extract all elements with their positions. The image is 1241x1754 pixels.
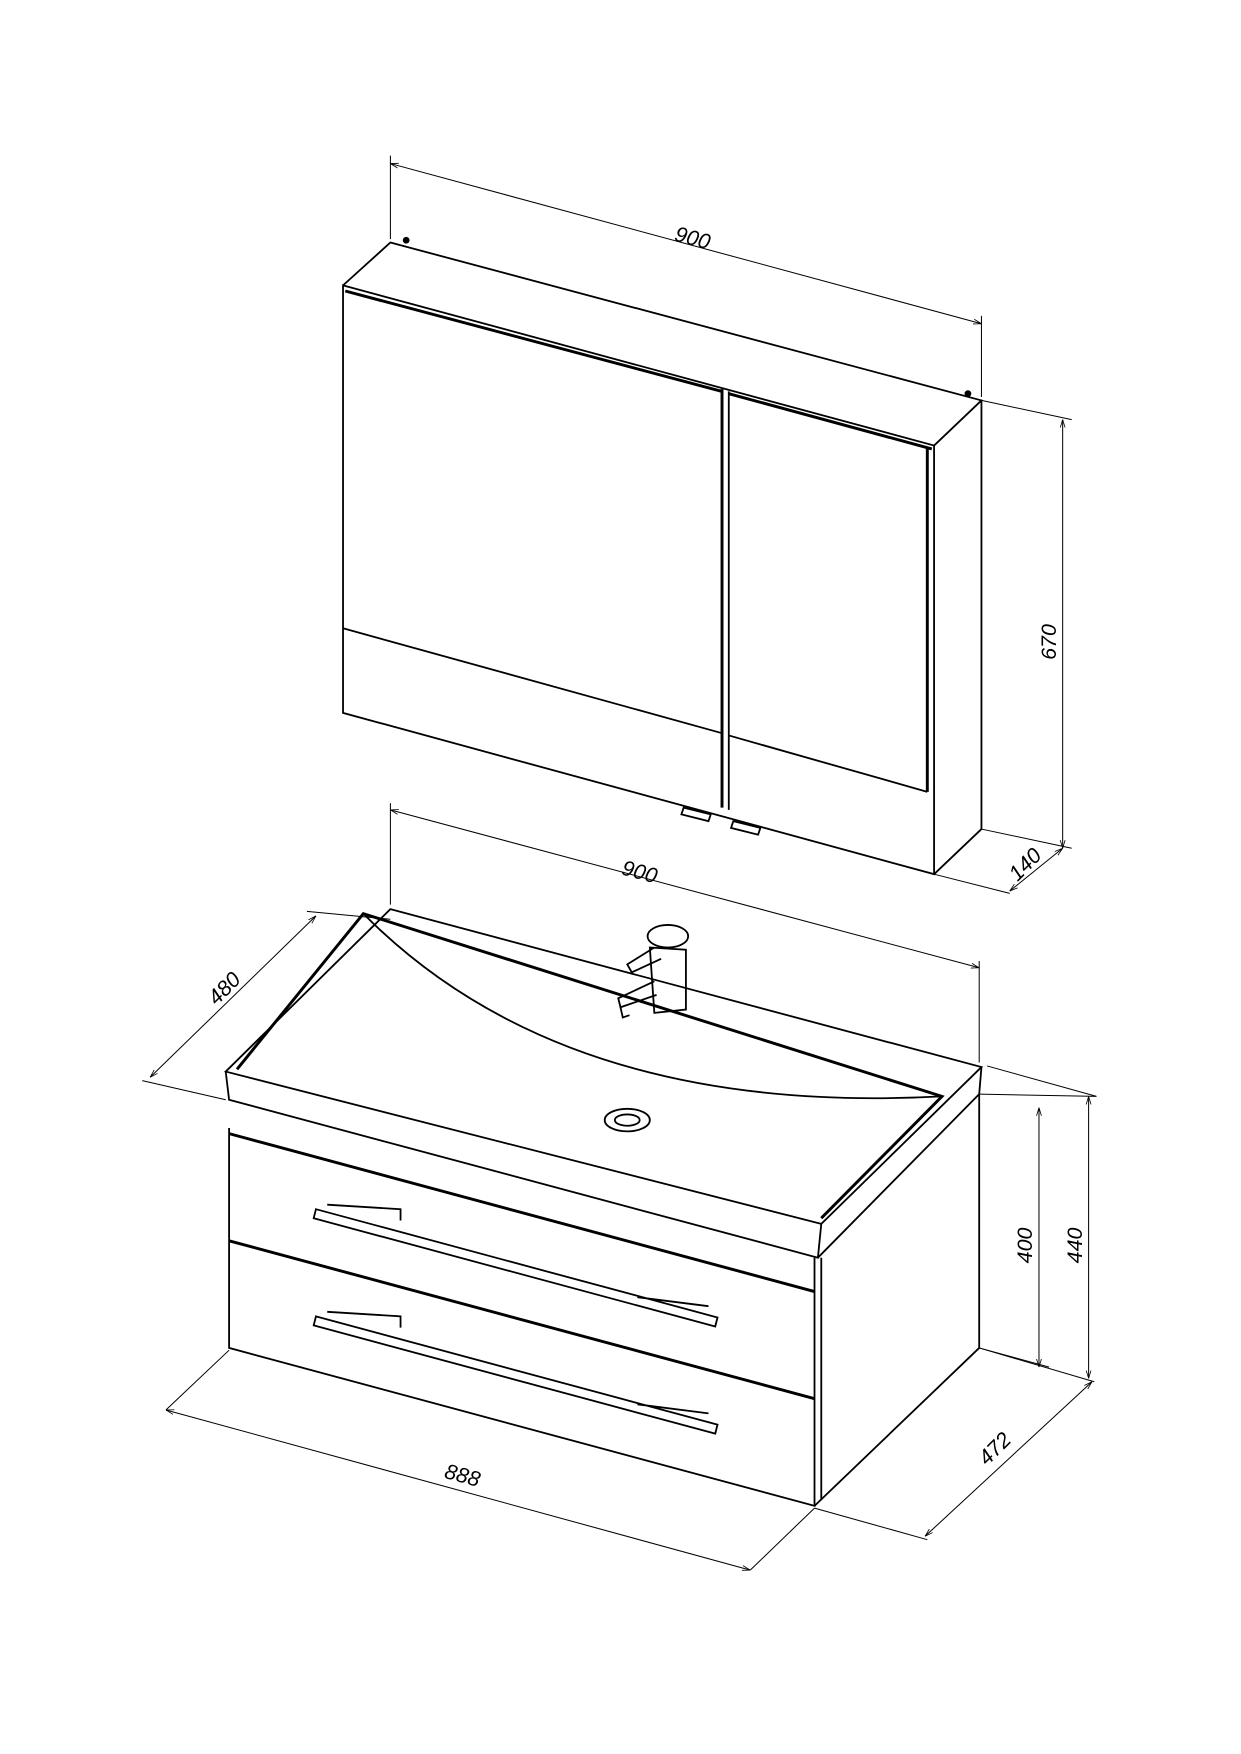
drawer-divider bbox=[228, 1239, 815, 1401]
dim-line-mirror-width bbox=[390, 164, 981, 324]
ext-lines-472 bbox=[814, 1347, 1095, 1541]
faucet-icon bbox=[617, 924, 690, 1019]
vanity bbox=[223, 908, 984, 1508]
dim-vanity-width: 900 bbox=[619, 856, 660, 888]
dim-cabinet-height: 400 bbox=[1013, 1228, 1037, 1264]
mirror-top bbox=[342, 241, 984, 447]
ext-lines-670 bbox=[981, 399, 1072, 849]
bottom-drawer-handle bbox=[312, 1310, 719, 1435]
dim-line-cabinet-depth bbox=[925, 1382, 1092, 1537]
dim-line-vanity-depth bbox=[150, 916, 316, 1077]
dim-line-mirror-depth bbox=[1010, 848, 1063, 891]
drain-icon bbox=[603, 1107, 651, 1133]
top-drawer-top-edge bbox=[228, 1132, 815, 1293]
mirror-dimensions: 900 670 140 bbox=[389, 155, 1072, 894]
countertop-edge bbox=[224, 1066, 983, 1259]
dim-cabinet-depth: 472 bbox=[974, 1428, 1016, 1470]
top-drawer-handle bbox=[312, 1203, 719, 1328]
dim-mirror-depth: 140 bbox=[1004, 843, 1046, 885]
mirror-cabinet bbox=[342, 236, 984, 876]
right-door-top-edge bbox=[728, 392, 933, 451]
dim-total-height: 440 bbox=[1063, 1228, 1087, 1264]
ext-lines-888 bbox=[165, 1349, 815, 1571]
mirror-side bbox=[933, 400, 983, 875]
dim-line-vanity-width bbox=[390, 810, 979, 968]
right-door-bottom-strip bbox=[728, 734, 928, 793]
countertop bbox=[223, 908, 984, 1225]
ext-lines-900-top bbox=[389, 155, 982, 398]
ext-line-140 bbox=[933, 873, 1010, 894]
left-door-bottom-strip bbox=[342, 627, 723, 735]
dim-vanity-depth: 480 bbox=[203, 967, 245, 1009]
vanity-dimensions: 900 480 888 472 400 440 bbox=[142, 803, 1097, 1571]
dim-line-cabinet-width bbox=[166, 1410, 750, 1570]
ext-lines-400-440 bbox=[979, 1065, 1097, 1368]
basin-rim bbox=[235, 911, 945, 1220]
hanger-right-icon bbox=[964, 390, 972, 398]
dim-mirror-height: 670 bbox=[1037, 624, 1061, 660]
drain-inner bbox=[613, 1113, 641, 1127]
cabinet-side bbox=[813, 1094, 981, 1507]
ext-lines-480 bbox=[142, 910, 391, 1101]
left-door-top-edge bbox=[344, 289, 723, 393]
dim-mirror-width: 900 bbox=[672, 222, 713, 254]
hanger-left-icon bbox=[402, 236, 410, 244]
mirror-front bbox=[342, 284, 935, 876]
